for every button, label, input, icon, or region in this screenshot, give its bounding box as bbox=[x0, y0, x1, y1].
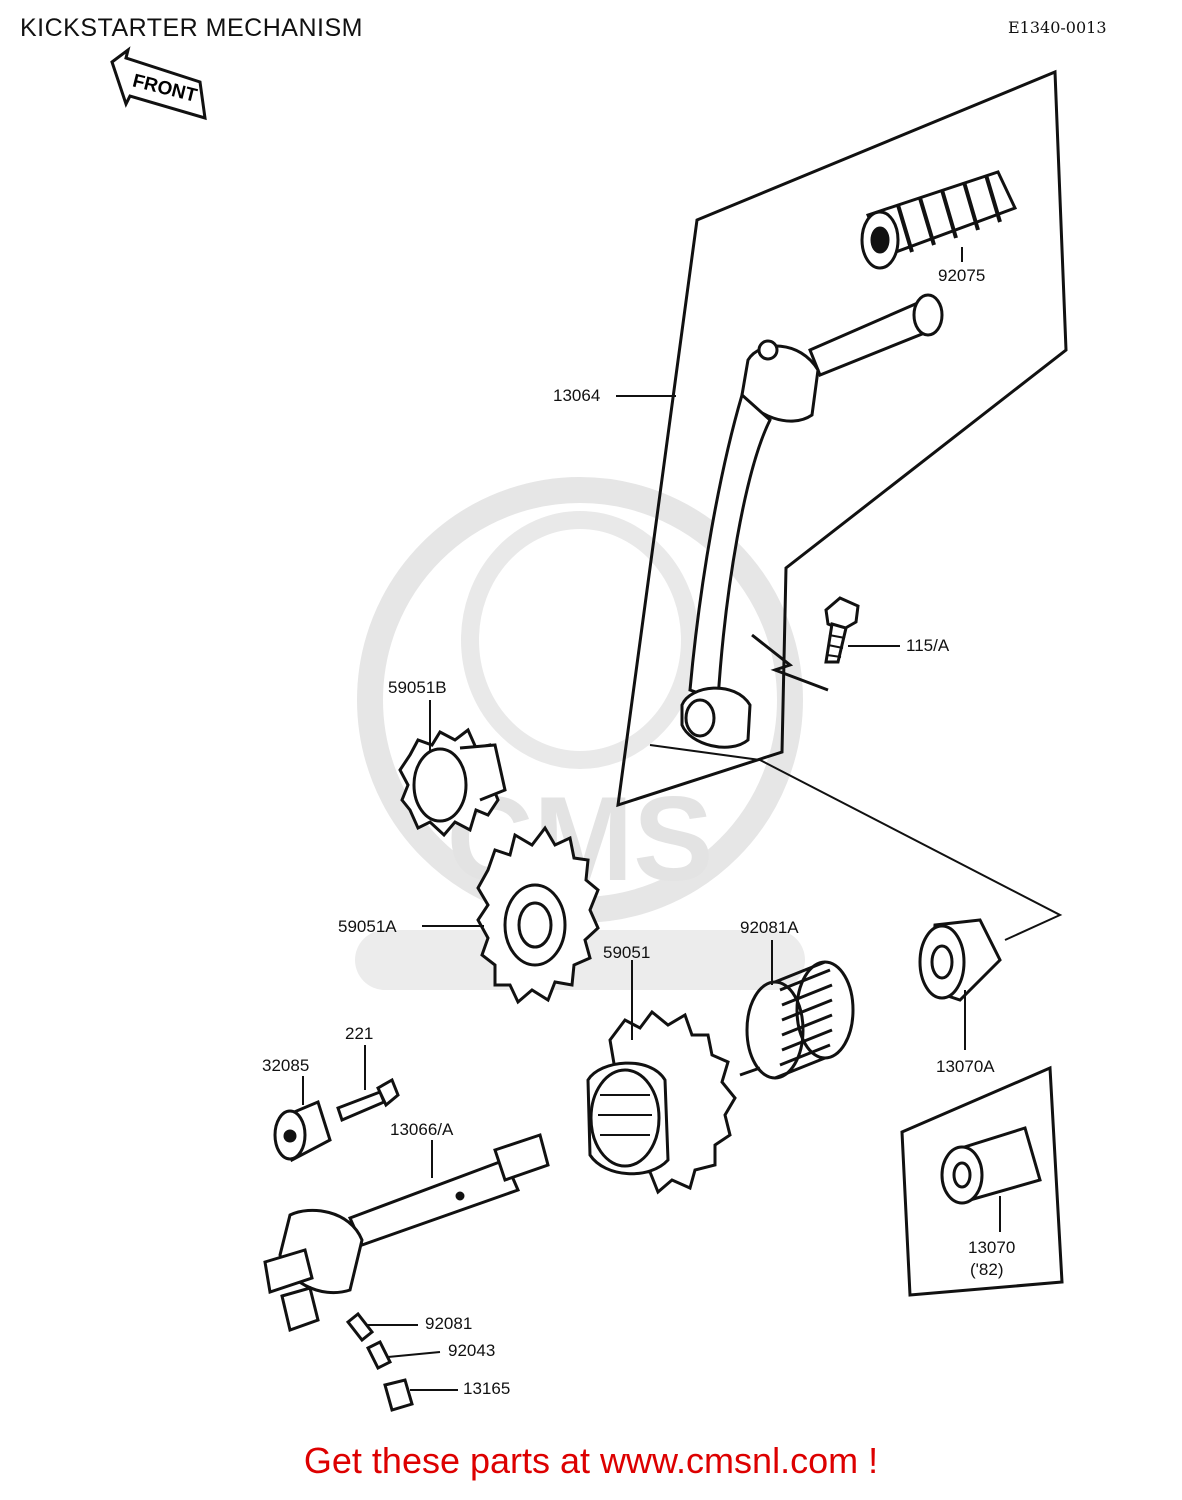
part-label-32085: 32085 bbox=[262, 1056, 310, 1075]
bolt-part bbox=[751, 596, 860, 692]
small-spring-part bbox=[345, 1311, 375, 1343]
kick-lever-group-outline bbox=[616, 69, 1068, 808]
diagram-code: E1340-0013 bbox=[1008, 18, 1107, 37]
part-label-59051a: 59051A bbox=[338, 917, 397, 936]
collar-part bbox=[918, 918, 1002, 1002]
pin-part bbox=[365, 1339, 393, 1371]
kick-shaft-part bbox=[263, 1133, 550, 1332]
part-label-92075: 92075 bbox=[938, 266, 986, 285]
collar-82-group bbox=[900, 1065, 1064, 1297]
part-label-221: 221 bbox=[345, 1024, 374, 1043]
rubber-grip-part bbox=[860, 170, 1018, 270]
part-label-92081: 92081 bbox=[425, 1314, 473, 1333]
bush-part bbox=[273, 1099, 332, 1163]
part-label-92081a: 92081A bbox=[740, 918, 799, 937]
large-gear-part bbox=[476, 825, 600, 1005]
part-label-115a: 115/A bbox=[906, 636, 950, 655]
part-label-13066a: 13066/A bbox=[390, 1120, 454, 1139]
coil-spring-part bbox=[739, 960, 855, 1080]
part-label-13070-year: ('82) bbox=[970, 1260, 1004, 1279]
part-label-92043: 92043 bbox=[448, 1341, 496, 1360]
part-label-13064: 13064 bbox=[553, 386, 601, 405]
front-arrow-icon: FRONT bbox=[110, 46, 207, 121]
part-label-13070: 13070 bbox=[968, 1238, 1016, 1257]
cmsnl-parts-link[interactable]: Get these parts at www.cmsnl.com ! bbox=[303, 1440, 879, 1481]
part-label-59051b: 59051B bbox=[388, 678, 447, 697]
page-title: KICKSTARTER MECHANISM bbox=[20, 14, 363, 42]
small-gear-part bbox=[398, 727, 507, 838]
part-label-13165: 13165 bbox=[463, 1379, 511, 1398]
ratchet-gear-part bbox=[586, 1009, 737, 1195]
part-label-13070a: 13070A bbox=[936, 1057, 995, 1076]
small-bolt-part bbox=[336, 1077, 400, 1123]
kick-lever-part bbox=[680, 293, 944, 749]
ratchet-clip-part bbox=[383, 1378, 414, 1412]
leader-lines bbox=[302, 247, 1001, 1391]
part-label-59051: 59051 bbox=[603, 943, 651, 962]
